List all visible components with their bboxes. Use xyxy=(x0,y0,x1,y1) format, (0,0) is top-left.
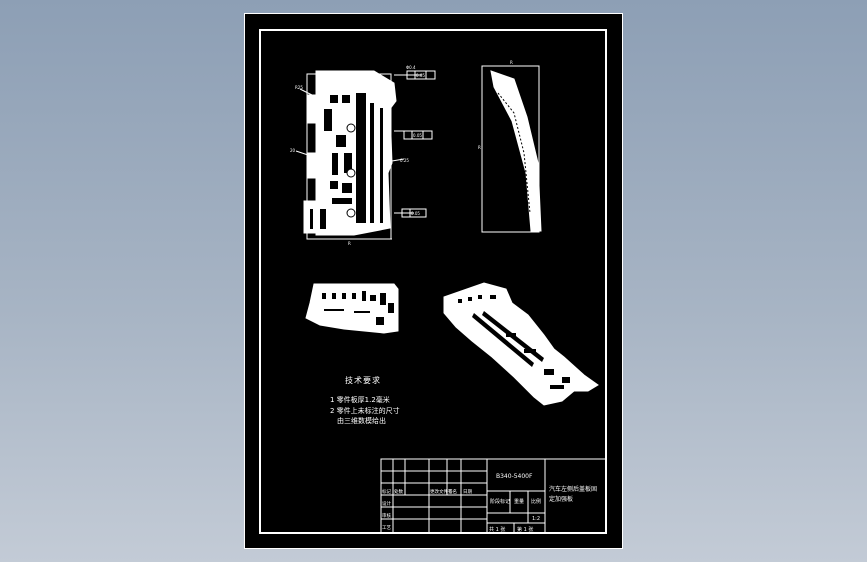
outer-frame xyxy=(244,13,623,549)
title-block xyxy=(380,458,607,534)
dim-bottom-label: R xyxy=(348,241,351,246)
process-label: 工艺 xyxy=(382,525,391,531)
doc-label: 更改文件号 xyxy=(430,488,453,495)
design-label: 设计 xyxy=(382,500,391,507)
side-view xyxy=(481,65,542,233)
check-label: 审核 xyxy=(382,512,391,519)
side-left-label: R xyxy=(478,145,481,150)
tech-requirements-title: 技术要求 xyxy=(345,376,381,385)
phi-label: Φ0.4 xyxy=(406,65,416,70)
tol-label-1: 0.05 xyxy=(416,73,425,78)
tech-requirement-2: 2 零件上未标注的尺寸 xyxy=(330,407,400,415)
drawing-sheet: 0.05 0.05 0.05 Φ0.4 R25 20 0.25 R R R xyxy=(244,13,623,549)
tech-requirement-1: 1 零件板厚1.2毫米 xyxy=(330,396,390,404)
part-code: B340-5400F xyxy=(496,473,533,480)
mark-label: 标记 xyxy=(382,488,391,495)
cad-drawing: 0.05 0.05 0.05 Φ0.4 R25 20 0.25 R R R xyxy=(244,13,623,549)
sheet-total: 共 1 张 xyxy=(489,526,505,533)
part-name-line2: 定加强板 xyxy=(549,495,573,503)
count-label: 处数 xyxy=(394,488,403,495)
side-top-label: R xyxy=(510,60,513,65)
scale-label: 比例 xyxy=(531,498,541,505)
stage-label: 阶段标记 xyxy=(490,498,510,505)
radius-label: R25 xyxy=(295,85,303,90)
tol-label-3: 0.05 xyxy=(411,211,420,216)
dim-right-label: 0.25 xyxy=(400,158,409,163)
sheet-number: 第 1 张 xyxy=(517,526,533,533)
sign-label: 签名 xyxy=(448,488,457,495)
part-name-line1: 汽车左侧后盖板固 xyxy=(549,485,597,493)
dim-left-label: 20 xyxy=(290,148,296,153)
top-view xyxy=(305,283,399,334)
weight-label: 重量 xyxy=(514,498,524,505)
scale-value: 1:2 xyxy=(532,516,540,522)
front-view xyxy=(295,70,436,240)
tech-requirement-3: 由三维数模给出 xyxy=(337,417,386,425)
isometric-view xyxy=(443,282,599,406)
tol-label-2: 0.05 xyxy=(413,133,422,138)
date-label: 日期 xyxy=(463,489,472,495)
